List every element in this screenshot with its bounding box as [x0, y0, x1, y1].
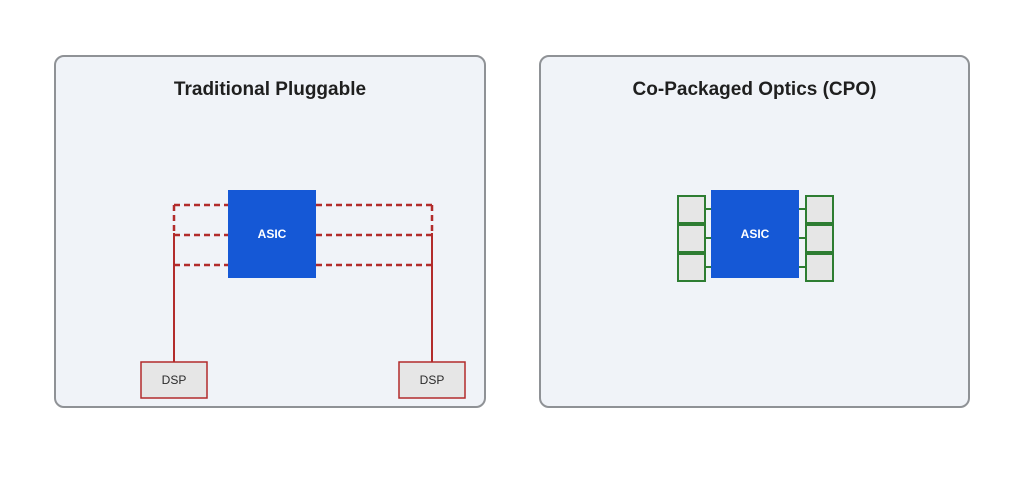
- cpo-asic-chip: [711, 190, 799, 278]
- cpo-panel: Co-Packaged Optics (CPO) ASIC: [539, 55, 970, 408]
- traditional-pluggable-title: Traditional Pluggable: [173, 79, 367, 100]
- asic-chip: [228, 190, 316, 278]
- optical-module-right-2: [805, 224, 834, 253]
- optical-module-left-3: [677, 253, 706, 282]
- optical-module-right-1: [805, 195, 834, 224]
- cpo-asic-label: ASIC: [741, 227, 770, 241]
- optical-module-left-1: [677, 195, 706, 224]
- dsp-right-label: DSP: [420, 373, 445, 387]
- asic-label: ASIC: [258, 227, 287, 241]
- traditional-pluggable-diagram: ASIC DSP DSP: [140, 190, 466, 399]
- traditional-pluggable-panel: Traditional Pluggable ASIC DSP DSP: [54, 55, 486, 408]
- dsp-left-box: [140, 361, 208, 399]
- cpo-diagram: ASIC: [677, 190, 834, 282]
- cpo-title: Co-Packaged Optics (CPO): [632, 79, 877, 100]
- optical-module-left-2: [677, 224, 706, 253]
- dsp-left-label: DSP: [162, 373, 187, 387]
- optical-module-right-3: [805, 253, 834, 282]
- dsp-right-box: [398, 361, 466, 399]
